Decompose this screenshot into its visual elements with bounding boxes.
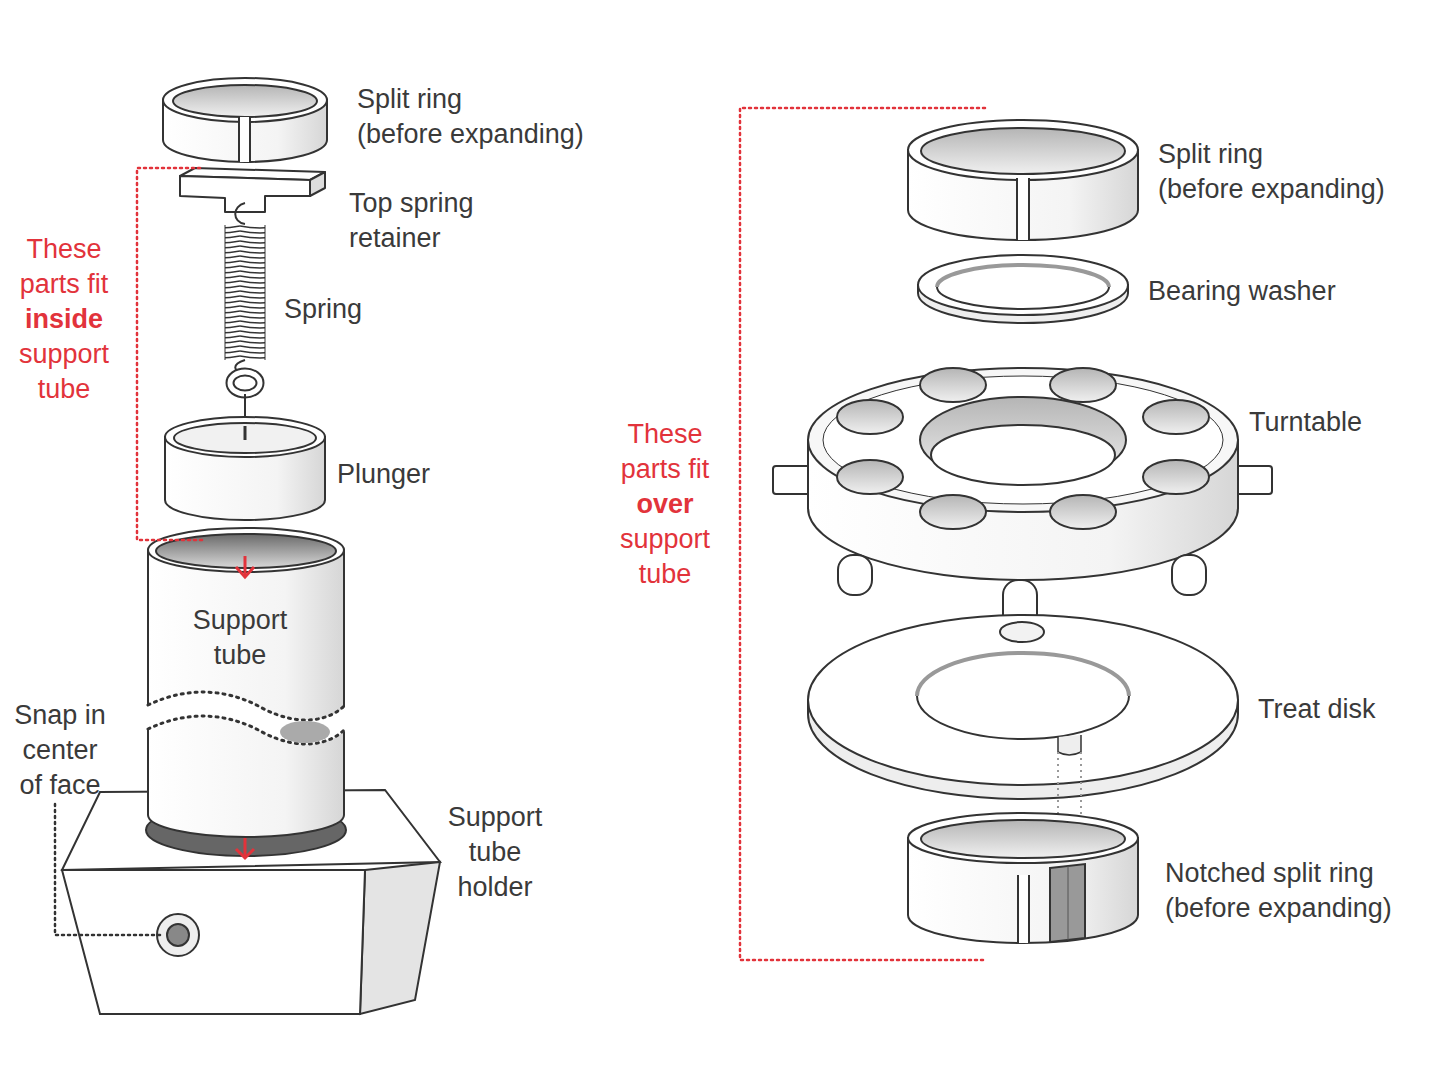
left-assembly xyxy=(55,1,440,1014)
turntable xyxy=(1050,368,1116,402)
insert-arrow xyxy=(236,567,254,577)
turntable xyxy=(773,368,1272,636)
support-tube-holder xyxy=(62,870,365,1014)
split-ring xyxy=(163,78,327,122)
plunger xyxy=(165,417,325,520)
part-label: Split ring (before expanding) xyxy=(1158,137,1385,207)
split-ring xyxy=(1016,178,1018,240)
treat-disk xyxy=(1058,735,1081,755)
split-ring xyxy=(239,117,250,162)
plunger xyxy=(165,417,325,457)
spring xyxy=(265,225,266,360)
notched-split-ring xyxy=(1050,864,1085,942)
turntable xyxy=(837,460,903,494)
part-label: Spring xyxy=(284,292,362,327)
spring-retainer xyxy=(180,168,325,212)
spring xyxy=(225,225,265,360)
split-ring xyxy=(921,128,1125,174)
split-ring xyxy=(238,117,240,162)
spring xyxy=(225,225,226,360)
part-label: Plunger xyxy=(337,457,430,492)
spring xyxy=(225,203,265,434)
plunger xyxy=(244,426,247,440)
callout-label: Snap in center of face xyxy=(4,698,116,803)
insert-arrow xyxy=(236,556,254,858)
notched-split-ring xyxy=(1018,875,1029,943)
spring xyxy=(235,203,245,224)
bearing-washer xyxy=(937,265,1109,287)
part-label: Turntable xyxy=(1249,405,1362,440)
support-tube xyxy=(146,692,346,744)
support-tube-holder xyxy=(157,914,199,956)
spring xyxy=(230,372,260,394)
support-tube-holder xyxy=(167,924,189,946)
part-label: Support tube holder xyxy=(430,800,560,905)
spring-retainer xyxy=(180,176,310,212)
treat-disk xyxy=(808,615,1238,785)
notched-split-ring xyxy=(1028,875,1030,943)
spring xyxy=(230,372,260,394)
notched-split-ring xyxy=(1068,866,1069,940)
notched-split-ring xyxy=(908,813,1138,863)
bearing-washer xyxy=(937,265,1109,309)
note-label: These parts fit over support tube xyxy=(605,417,725,592)
notched-split-ring xyxy=(1017,875,1019,943)
spring-retainer xyxy=(310,172,325,196)
turntable xyxy=(1172,555,1206,595)
turntable xyxy=(1143,400,1209,434)
support-tube xyxy=(148,692,344,720)
notched-split-ring xyxy=(921,820,1125,858)
split-ring xyxy=(908,120,1138,240)
part-label: Notched split ring (before expanding) xyxy=(1165,856,1392,926)
turntable xyxy=(1143,460,1209,494)
treat-disk xyxy=(917,653,1129,739)
notched-split-ring xyxy=(908,813,1138,943)
turntable xyxy=(1050,495,1116,529)
turntable xyxy=(838,555,872,595)
support-tube xyxy=(243,1,245,820)
turntable xyxy=(837,400,903,434)
turntable xyxy=(931,425,1115,485)
part-label: Top spring retainer xyxy=(349,186,474,256)
turntable xyxy=(808,368,1238,512)
part-label: Treat disk xyxy=(1258,692,1376,727)
support-tube xyxy=(148,550,344,837)
part-label: Split ring (before expanding) xyxy=(357,82,584,152)
treat-disk xyxy=(1000,622,1044,642)
turntable xyxy=(920,495,986,529)
support-tube-holder xyxy=(360,862,440,1014)
right-assembly xyxy=(740,108,1272,960)
bracket xyxy=(137,168,205,540)
split-ring xyxy=(249,117,251,162)
support-tube xyxy=(148,716,344,744)
split-ring xyxy=(1028,178,1030,240)
bearing-washer xyxy=(918,255,1128,315)
part-label: Support tube xyxy=(140,603,340,673)
plunger xyxy=(174,423,316,453)
split-ring xyxy=(908,120,1138,180)
split-ring xyxy=(173,85,317,117)
leader-line xyxy=(55,803,160,935)
split-ring xyxy=(1017,178,1029,240)
bearing-washer xyxy=(918,255,1128,323)
treat-disk xyxy=(917,653,1129,696)
support-tube xyxy=(280,721,330,743)
note-label: These parts fit inside support tube xyxy=(3,232,125,407)
split-ring xyxy=(163,78,327,162)
turntable xyxy=(920,368,986,402)
insert-arrow xyxy=(236,849,254,858)
turntable xyxy=(823,376,1223,504)
part-label: Bearing washer xyxy=(1148,274,1336,309)
support-tube xyxy=(146,1,346,837)
